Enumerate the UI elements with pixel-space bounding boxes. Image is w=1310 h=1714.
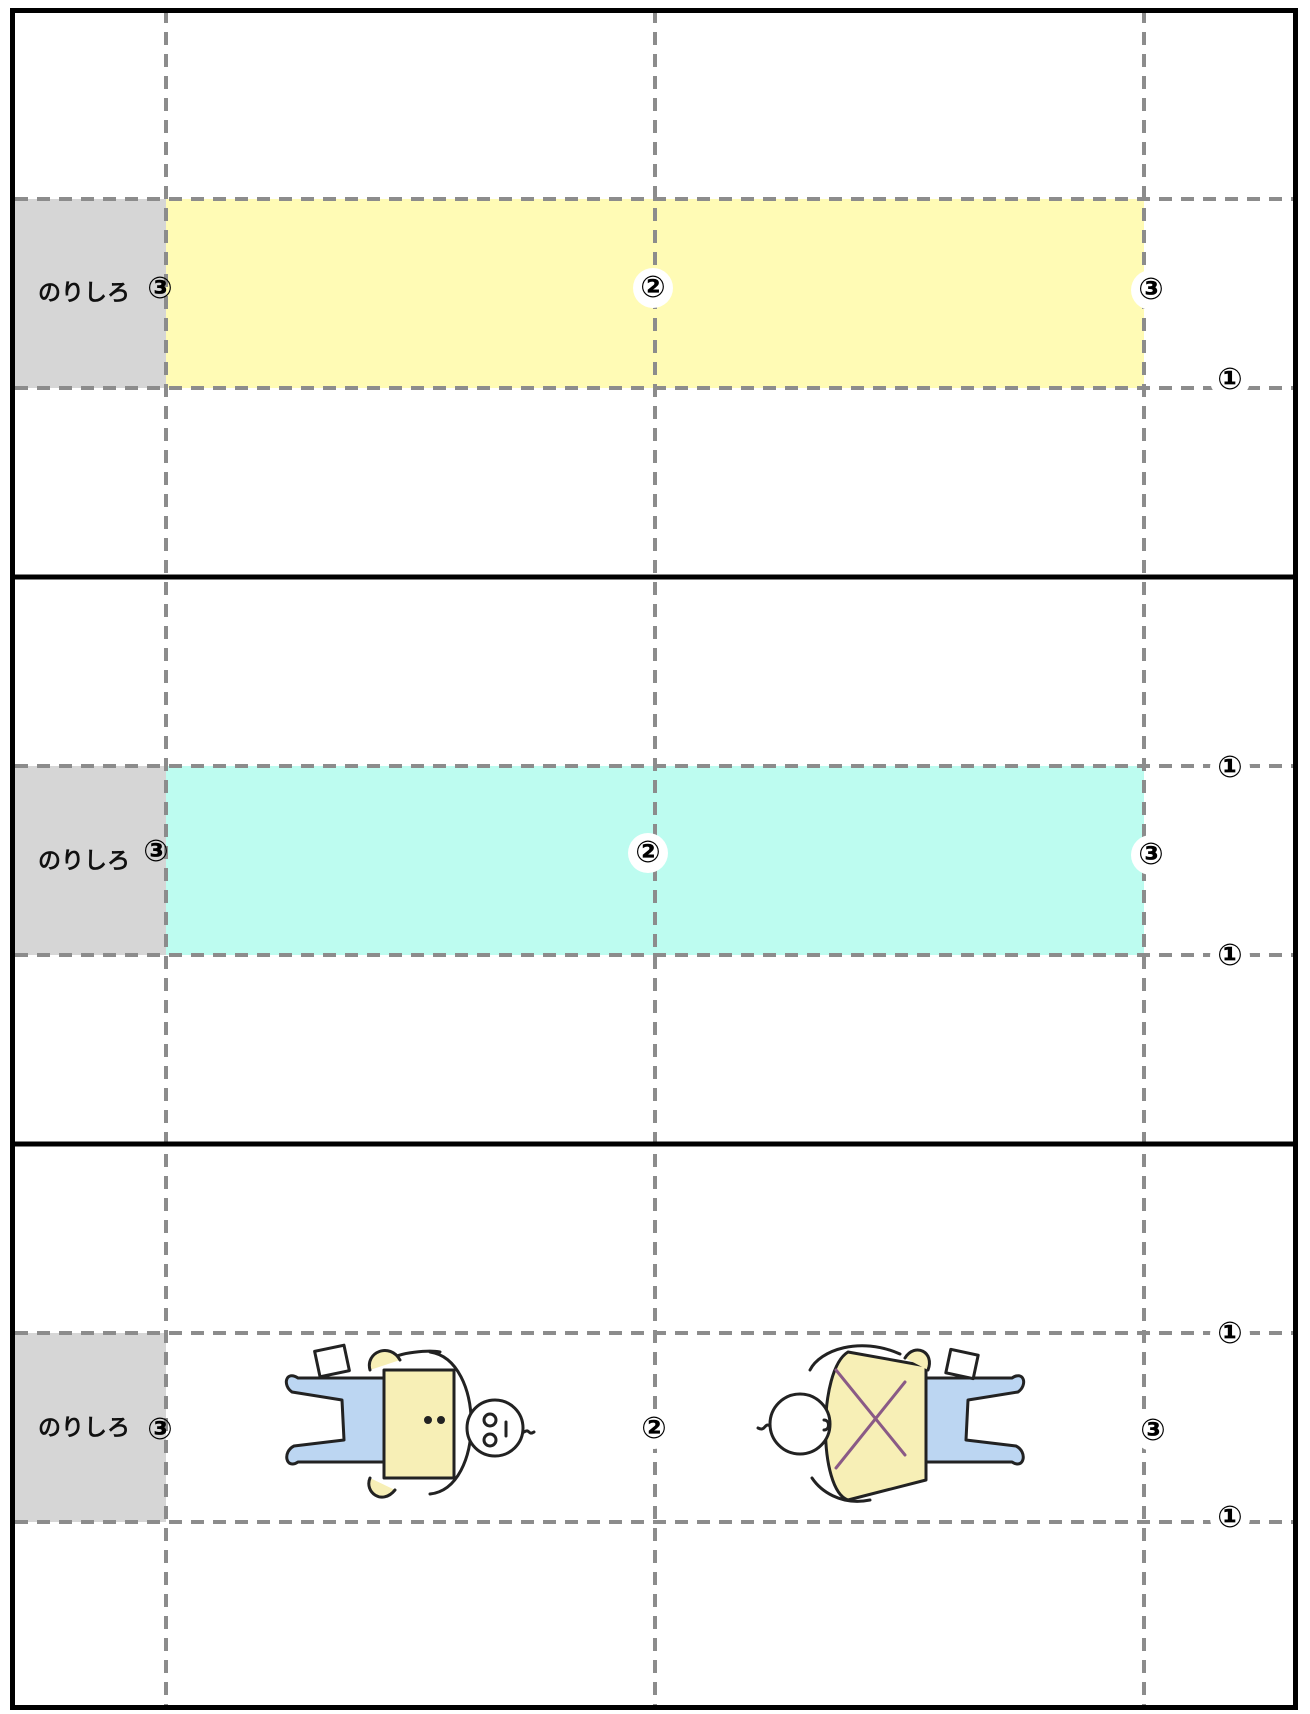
- arm: [367, 1476, 397, 1499]
- suspender: [834, 1380, 907, 1470]
- eye: [482, 1432, 498, 1448]
- strip-illustrated: [15, 1333, 166, 1522]
- belly-arc: [810, 1476, 872, 1503]
- fold-mark-3: ③: [143, 834, 169, 869]
- head: [465, 1398, 525, 1458]
- back-arc: [808, 1344, 902, 1372]
- ear: [822, 1418, 830, 1432]
- fold-mark-2: ②: [634, 1409, 674, 1449]
- torso: [382, 1368, 456, 1480]
- glue-tab-label: のりしろ: [38, 848, 130, 874]
- person-illustration-left: [284, 1343, 536, 1499]
- fold-lines-horizontal: [15, 197, 1295, 1524]
- hair: [522, 1429, 536, 1435]
- glue-tab: [15, 766, 166, 955]
- glue-tab: [15, 199, 166, 388]
- legs: [284, 1374, 386, 1466]
- fold-mark-1: ①: [1210, 748, 1250, 788]
- fold-mark-1: ①: [1210, 360, 1250, 400]
- fold-mark-2: ②: [633, 268, 673, 308]
- arm: [367, 1349, 402, 1372]
- fold-mark-1: ①: [1210, 1314, 1250, 1354]
- strip-yellow: [15, 199, 1144, 388]
- hair: [756, 1423, 772, 1431]
- legs: [924, 1374, 1026, 1466]
- arm: [903, 1348, 931, 1372]
- glue-tab-label: のりしろ: [38, 1415, 130, 1441]
- sign: [313, 1343, 351, 1379]
- sign: [944, 1347, 980, 1381]
- fold-mark-3: ③: [147, 271, 173, 306]
- glue-tab: [15, 1333, 166, 1522]
- fold-mark-3: ③: [1131, 270, 1171, 310]
- fold-mark-3: ③: [1133, 1411, 1173, 1451]
- strip-cyan: [15, 766, 1144, 955]
- person-illustration-right: [756, 1344, 1026, 1503]
- fold-mark-1: ①: [1210, 936, 1250, 976]
- suspender: [834, 1368, 907, 1457]
- button: [437, 1416, 445, 1424]
- fold-mark-1: ①: [1210, 1498, 1250, 1538]
- glue-tab-label: のりしろ: [38, 280, 130, 306]
- fold-mark-2: ②: [628, 833, 668, 873]
- outer-border: [10, 8, 1298, 1710]
- fold-mark-3: ③: [1131, 835, 1171, 875]
- button: [424, 1416, 432, 1424]
- fold-mark-3: ③: [147, 1412, 173, 1447]
- eye: [482, 1412, 498, 1428]
- strip-borders: [10, 8, 1298, 1710]
- head: [768, 1392, 832, 1456]
